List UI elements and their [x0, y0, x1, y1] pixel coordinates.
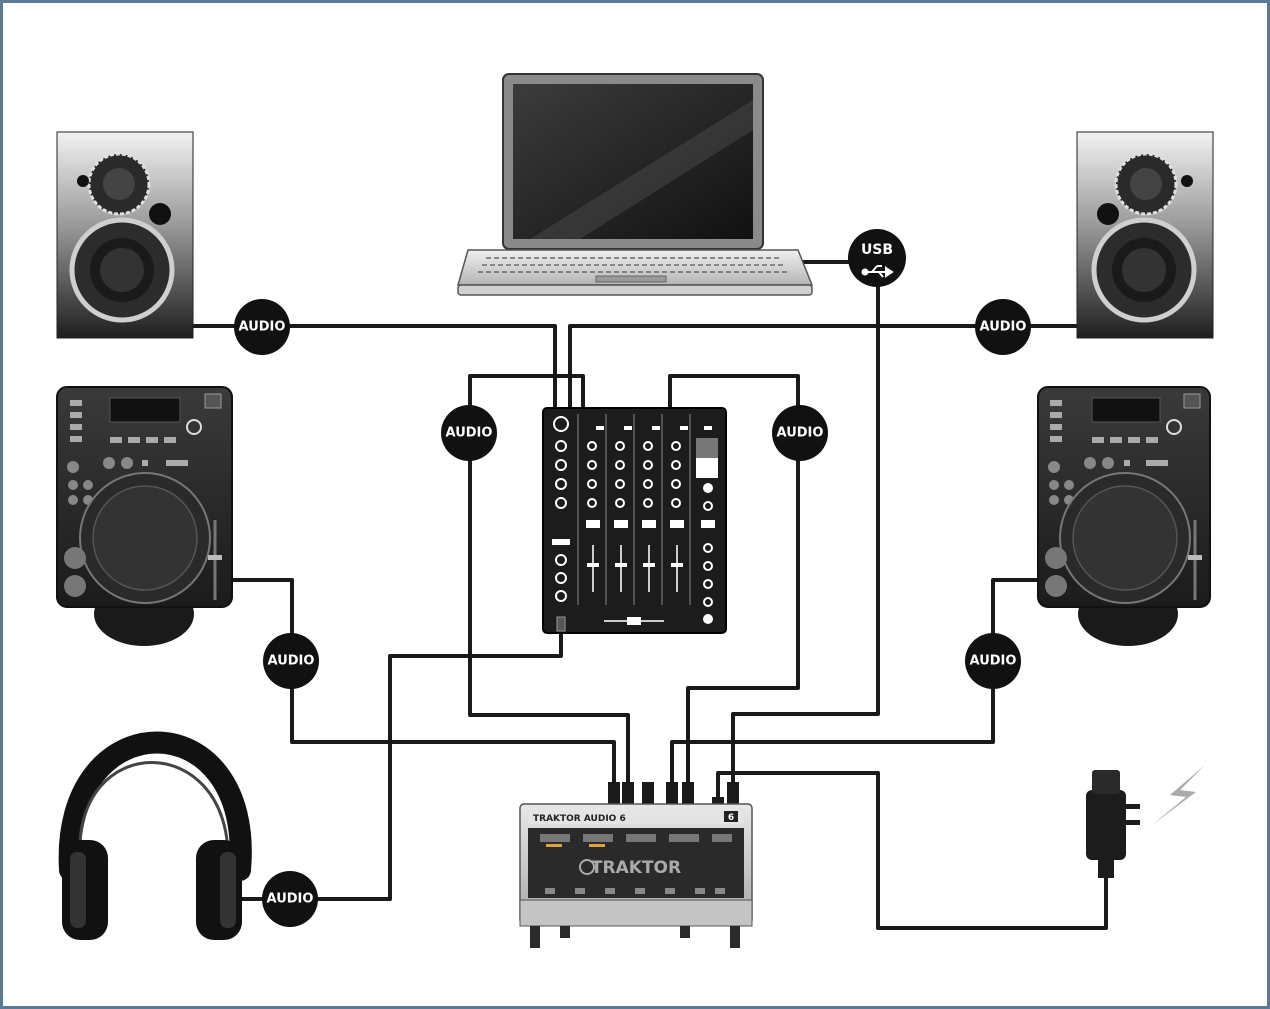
audio-badge-deck-left: AUDIO [263, 633, 319, 689]
cables [190, 260, 1108, 930]
svg-text:AUDIO: AUDIO [970, 654, 1017, 669]
usb-label: USB [861, 242, 893, 258]
cable-power [716, 771, 1108, 930]
cable-usb [731, 260, 880, 787]
power-adapter [1086, 765, 1205, 878]
svg-text:AUDIO: AUDIO [446, 426, 493, 441]
svg-text:AUDIO: AUDIO [777, 426, 824, 441]
cable-speaker-right [568, 324, 1080, 412]
cable-deck-right [670, 578, 1040, 787]
svg-text:AUDIO: AUDIO [267, 892, 314, 907]
svg-text:AUDIO: AUDIO [239, 320, 286, 335]
cable-mixer-left [468, 374, 630, 787]
usb-badge: USB [848, 229, 906, 287]
audio-badge-headphones: AUDIO [262, 871, 318, 927]
cable-deck-left [230, 578, 616, 787]
cable-speaker-left [190, 324, 557, 412]
audio-badge-deck-right: AUDIO [965, 633, 1021, 689]
headphones [58, 731, 252, 940]
audio-badge-mixer-right: AUDIO [772, 405, 828, 461]
cd-deck-right [1037, 386, 1211, 646]
cable-headphones [238, 628, 563, 901]
cd-deck-left [56, 386, 233, 646]
dj-mixer [542, 407, 727, 634]
interface-brand-small: TRAKTOR AUDIO 6 [533, 814, 626, 824]
audio-badge-speaker-right: AUDIO [975, 299, 1031, 355]
audio-badge-mixer-left: AUDIO [441, 405, 497, 461]
cable-mixer-right [668, 374, 800, 787]
laptop [457, 73, 814, 296]
audio-interface: TRAKTOR AUDIO 6 6 TRAKTOR [519, 782, 753, 948]
lightning-icon [1152, 765, 1205, 825]
svg-text:AUDIO: AUDIO [268, 654, 315, 669]
speaker-right [1076, 131, 1214, 339]
interface-badge: 6 [728, 813, 734, 823]
speaker-left [56, 131, 194, 339]
svg-text:AUDIO: AUDIO [980, 320, 1027, 335]
interface-brand-large: TRAKTOR [591, 858, 681, 878]
usb-icon [861, 265, 894, 278]
audio-badge-speaker-left: AUDIO [234, 299, 290, 355]
